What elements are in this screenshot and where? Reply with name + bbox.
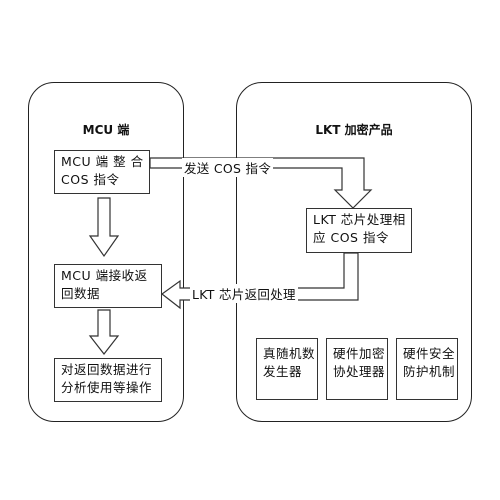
rng-line-1: 真随机数 (263, 346, 316, 361)
integrate-line-2: COS 指令 (61, 172, 120, 187)
send-cos-label: 发送 COS 指令 (182, 158, 274, 177)
security-line-2: 防护机制 (403, 364, 456, 379)
operate-line-2: 分析使用等操作 (61, 380, 153, 395)
down-arrow-1 (88, 197, 120, 258)
box-crypto-coprocessor: 硬件加密 协处理器 (326, 338, 388, 400)
box-lkt-process: LKT 芯片处理相 应 COS 指令 (306, 208, 412, 253)
return-label: LKT 芯片返回处理 (190, 284, 298, 303)
box-mcu-receive: MCU 端接收返 回数据 (54, 264, 162, 308)
mcu-panel-title: MCU 端 (82, 123, 130, 137)
receive-line-1: MCU 端接收返 (61, 268, 148, 283)
box-security-protection: 硬件安全 防护机制 (396, 338, 458, 400)
box-mcu-operate: 对返回数据进行 分析使用等操作 (54, 358, 162, 402)
down-arrow-2 (88, 309, 120, 355)
security-line-1: 硬件安全 (403, 346, 456, 361)
receive-line-2: 回数据 (61, 286, 101, 301)
process-line-2: 应 COS 指令 (313, 230, 389, 245)
integrate-line-1: MCU 端 整 合 (61, 154, 144, 169)
operate-line-1: 对返回数据进行 (61, 362, 153, 377)
box-mcu-integrate: MCU 端 整 合 COS 指令 (54, 150, 150, 194)
crypto-line-2: 协处理器 (333, 364, 386, 379)
box-rng: 真随机数 发生器 (256, 338, 318, 400)
crypto-line-1: 硬件加密 (333, 346, 386, 361)
lkt-panel-title: LKT 加密产品 (315, 123, 393, 137)
rng-line-2: 发生器 (263, 364, 303, 379)
process-line-1: LKT 芯片处理相 (313, 212, 406, 227)
